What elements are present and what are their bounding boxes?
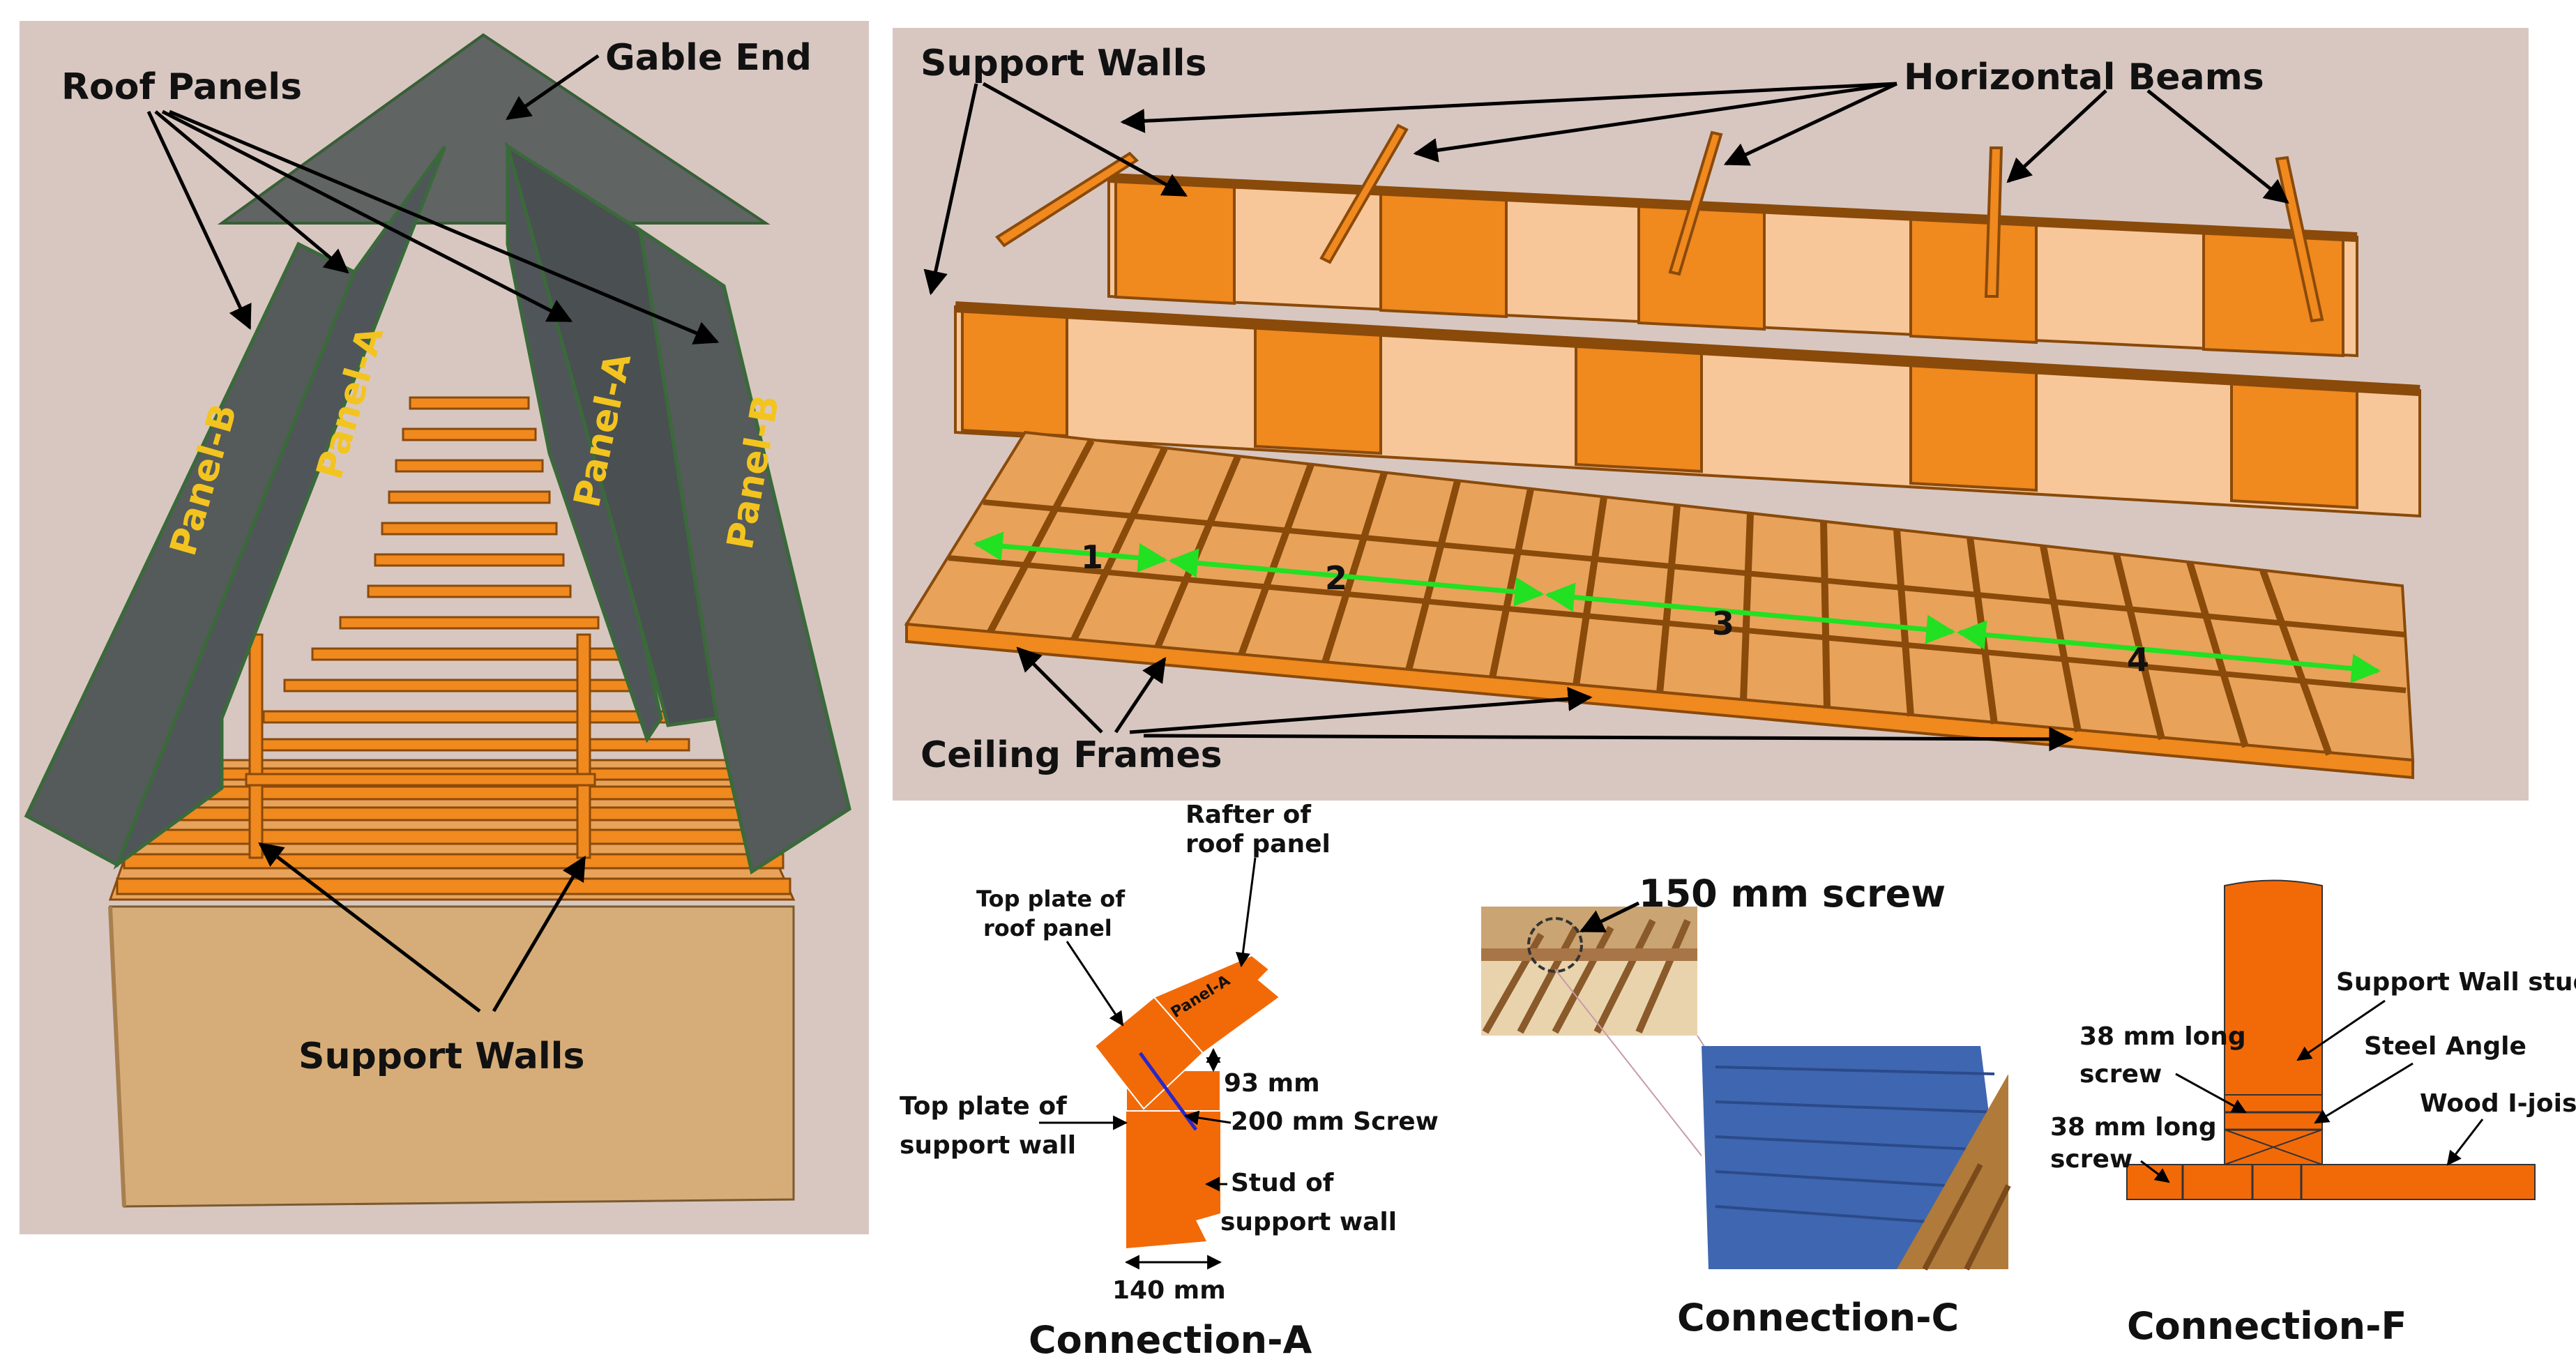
- connection-c-model: [1702, 1046, 2011, 1271]
- segment-arrows: [973, 531, 2381, 683]
- connection-c-title: Connection-C: [1677, 1296, 1959, 1340]
- connection-c-drawing: 150 mm screw Connection-C: [1481, 872, 2011, 1340]
- support-wall-stud: [2224, 879, 2323, 1096]
- connection-f-drawing: Support Wall stud 38 mm long screw Steel…: [2050, 879, 2576, 1348]
- label-38mm-screw-a-2: screw: [2079, 1060, 2162, 1089]
- label-horizontal-beams: Horizontal Beams: [1904, 56, 2264, 98]
- label-support-walls-top: Support Walls: [920, 43, 1206, 84]
- segment-label-3: 3: [1712, 605, 1734, 642]
- label-38mm-screw-b-1: 38 mm long: [2050, 1113, 2217, 1142]
- connection-a-drawing: Panel-A Rafter of roof panel Top plate o…: [900, 802, 1439, 1362]
- attic-joists: [248, 396, 690, 752]
- label-200mm-screw: 200 mm Screw: [1231, 1107, 1439, 1136]
- wood-i-joist: [2126, 1164, 2536, 1200]
- support-wall-posts: [245, 633, 596, 859]
- connection-c-detail: 150 mm screw Connection-C: [1478, 837, 2022, 1371]
- roof-rafter: [1153, 954, 1281, 1054]
- label-stud-1: Stud of: [1231, 1169, 1334, 1197]
- back-support-wall: [1107, 173, 2358, 358]
- callout-arrows-left: [146, 54, 720, 1013]
- callout-arrows-a: [1039, 857, 1257, 1192]
- label-top-plate-roof-1: Top plate of: [976, 886, 1126, 912]
- label-support-walls-left: Support Walls: [298, 1036, 584, 1077]
- exploded-frame-panel: 1 2 3 4 Support Walls Horizontal Beams C…: [893, 28, 2529, 801]
- label-wood-i-joist: Wood I-joist: [2420, 1089, 2576, 1118]
- segment-label-2: 2: [1325, 559, 1347, 597]
- segment-label-1: 1: [1081, 538, 1103, 576]
- callout-arrows-right: [923, 82, 2289, 752]
- label-rafter-1: Rafter of: [1185, 802, 1311, 829]
- label-roof-panels: Roof Panels: [61, 66, 302, 108]
- label-top-plate-roof-2: roof panel: [983, 915, 1112, 941]
- wall-stud: [1126, 1109, 1220, 1248]
- callout-arrow-c: [1579, 901, 1640, 933]
- gable-end: [217, 33, 771, 225]
- exploded-frame-illustration: 1 2 3 4 Support Walls Horizontal Beams C…: [904, 43, 2421, 780]
- label-top-plate-wall-2: support wall: [900, 1131, 1076, 1160]
- roof-assembly-panel: Panel-B Panel-A Panel-A Panel-B Roof Pan…: [20, 21, 869, 1234]
- label-steel-angle: Steel Angle: [2364, 1032, 2526, 1061]
- label-rafter-2: roof panel: [1185, 830, 1331, 858]
- panel-a-left: [113, 145, 447, 870]
- label-150mm-screw: 150 mm screw: [1639, 872, 1946, 916]
- label-38mm-screw-b-2: screw: [2050, 1145, 2132, 1174]
- connection-a-title: Connection-A: [1029, 1318, 1312, 1362]
- connection-f-title: Connection-F: [2127, 1304, 2407, 1348]
- label-stud-2: support wall: [1220, 1208, 1397, 1236]
- segment-label-4: 4: [2127, 641, 2149, 679]
- label-140mm: 140 mm: [1112, 1276, 1226, 1305]
- label-ceiling-frames: Ceiling Frames: [920, 734, 1222, 776]
- roof-panels: [24, 142, 851, 875]
- front-support-wall: [954, 301, 2421, 518]
- connection-f-detail: Support Wall stud 38 mm long screw Steel…: [2022, 865, 2576, 1371]
- panel-b-right: [637, 226, 851, 875]
- callout-arrows-f: [2140, 999, 2484, 1183]
- horizontal-beams: [995, 123, 2324, 323]
- connection-a-detail: Panel-A Rafter of roof panel Top plate o…: [879, 802, 1492, 1371]
- label-93mm: 93 mm: [1224, 1069, 1320, 1098]
- label-gable-end: Gable End: [605, 37, 812, 79]
- label-top-plate-wall-1: Top plate of: [900, 1092, 1067, 1121]
- roof-assembly-illustration: Panel-B Panel-A Panel-A Panel-B Roof Pan…: [24, 33, 851, 1208]
- label-38mm-screw-a-1: 38 mm long: [2079, 1022, 2246, 1051]
- label-support-wall-stud: Support Wall stud: [2336, 968, 2576, 997]
